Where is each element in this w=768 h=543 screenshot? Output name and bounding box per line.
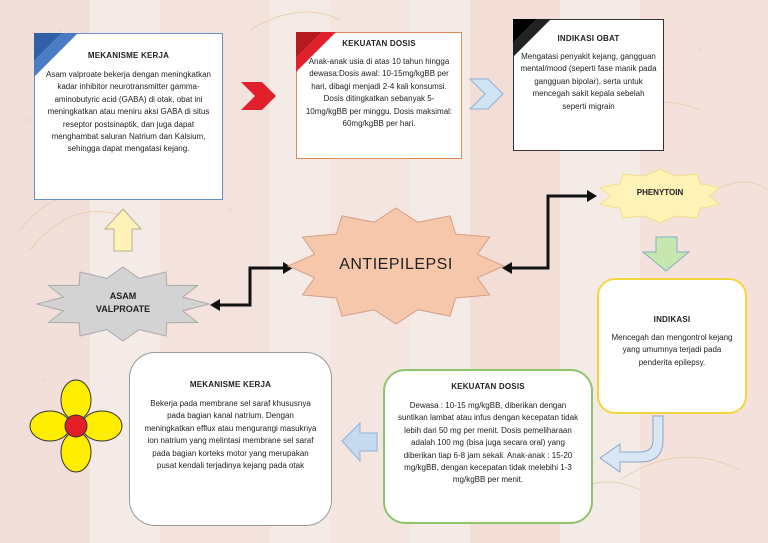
flower-center <box>64 414 88 438</box>
phenytoin-kekuatan-text: Dewasa : 10-15 mg/kgBB, diberikan dengan… <box>397 401 579 485</box>
red-chevron-arrow <box>241 82 276 110</box>
green-down-arrow <box>641 236 691 272</box>
center-label: ANTIEPILEPSI <box>339 256 453 273</box>
phenytoin-mekanisme-text: Bekerja pada membrane sel saraf khususny… <box>144 399 317 471</box>
valproate-mekanisme-title: MEKANISME KERJA <box>87 51 170 60</box>
valproate-mekanisme-box: MEKANISME KERJA Asam valproate bekerja d… <box>34 33 223 200</box>
valproate-indikasi-text: Mengatasi penyakit kejang, gangguan ment… <box>520 52 657 111</box>
flower-petal-top <box>60 379 92 421</box>
valproate-kekuatan-box: KEKUATAN DOSIS Anak-anak usia di atas 10… <box>296 32 462 159</box>
phenytoin-mekanisme-box: MEKANISME KERJA Bekerja pada membrane se… <box>129 352 332 526</box>
black-corner-ribbon <box>513 19 551 57</box>
blue-left-arrow <box>341 421 378 463</box>
left-elbow-connector <box>218 266 285 307</box>
center-starburst <box>287 207 505 325</box>
red-corner-ribbon <box>296 32 336 72</box>
phenytoin-kekuatan-title: KEKUATAN DOSIS <box>451 382 525 391</box>
valproate-label-line2: VALPROATE <box>95 304 151 314</box>
valproate-indikasi-title: INDIKASI OBAT <box>557 34 620 43</box>
phenytoin-burst <box>598 168 722 224</box>
valproate-kekuatan-title: KEKUATAN DOSIS <box>342 39 416 48</box>
flower-petal-bottom <box>60 431 92 473</box>
phenytoin-indikasi-box: INDIKASI Mencegah dan mengontrol kejang … <box>597 278 747 414</box>
right-elbow-connector <box>508 194 590 270</box>
blue-chevron-arrow <box>468 78 504 110</box>
valproate-mekanisme-text: Asam valproate bekerja dengan meningkatk… <box>46 70 211 154</box>
phenytoin-mekanisme-title: MEKANISME KERJA <box>189 380 272 389</box>
flower-petal-right <box>81 410 123 442</box>
yellow-up-arrow <box>103 208 143 252</box>
phenytoin-label: PHENYTOIN <box>636 188 684 197</box>
valproate-starburst <box>36 266 210 342</box>
phenytoin-indikasi-title: INDIKASI <box>653 315 691 324</box>
u-turn-arrow <box>599 415 664 473</box>
blue-corner-ribbon <box>34 33 78 77</box>
valproate-label-line1: ASAM <box>109 291 137 301</box>
valproate-indikasi-box: INDIKASI OBAT Mengatasi penyakit kejang,… <box>513 19 664 151</box>
flower-decoration <box>29 379 123 473</box>
phenytoin-kekuatan-box: KEKUATAN DOSIS Dewasa : 10-15 mg/kgBB, d… <box>383 369 593 524</box>
phenytoin-indikasi-text: Mencegah dan mengontrol kejang yang umum… <box>611 333 733 367</box>
valproate-label: ASAM VALPROATE <box>36 290 210 316</box>
valproate-kekuatan-text: Anak-anak usia di atas 10 tahun hingga d… <box>305 57 453 129</box>
flower-petal-left <box>29 410 71 442</box>
